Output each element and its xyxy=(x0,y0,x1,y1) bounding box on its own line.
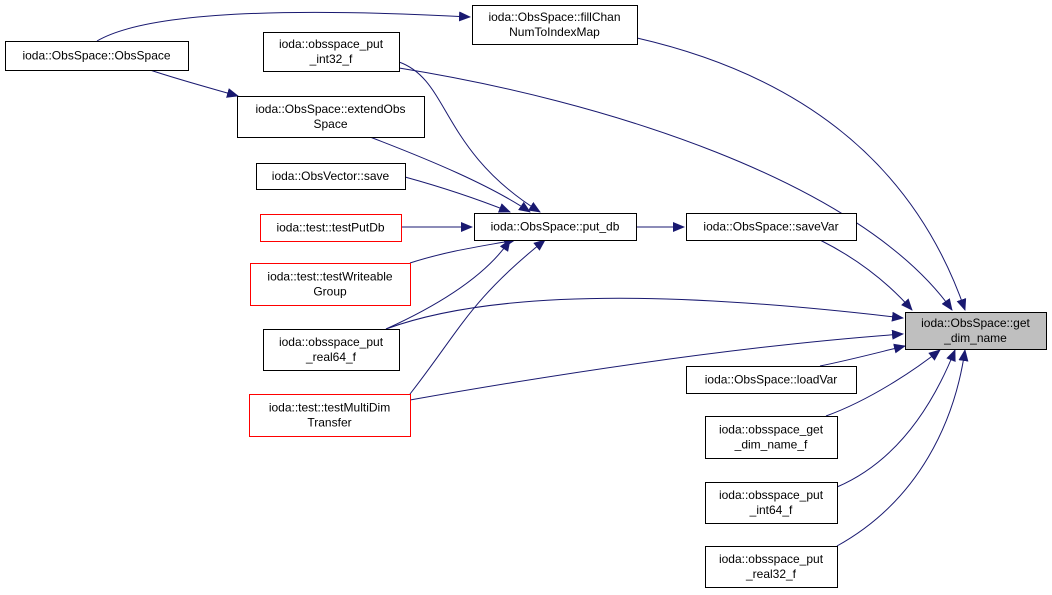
node-box xyxy=(249,394,411,437)
node-label: ioda::ObsSpace::get xyxy=(921,316,1030,330)
node-get-dim-name[interactable]: ioda::ObsSpace::get_dim_name xyxy=(905,312,1047,350)
node-test-put-db[interactable]: ioda::test::testPutDb xyxy=(260,214,402,242)
node-load-var[interactable]: ioda::ObsSpace::loadVar xyxy=(686,366,857,394)
node-box xyxy=(686,366,857,394)
edge-put_int32-to-put_db xyxy=(398,61,541,213)
edge-extend_obs-to-put_db xyxy=(369,136,531,213)
node-label: _real32_f xyxy=(745,567,797,581)
node-box xyxy=(263,32,400,72)
node-label: ioda::obsspace_put xyxy=(279,335,384,349)
node-label: _dim_name_f xyxy=(734,438,808,452)
node-box xyxy=(256,163,406,190)
node-label: ioda::ObsVector::save xyxy=(272,169,390,183)
edge-test_multidim-to-get_dim_name xyxy=(409,329,904,401)
node-label: ioda::ObsSpace::fillChan xyxy=(488,10,620,24)
node-box xyxy=(905,312,1047,350)
node-put-int64[interactable]: ioda::obsspace_put_int64_f xyxy=(705,482,838,524)
node-box xyxy=(705,546,838,588)
node-label: ioda::obsspace_put xyxy=(719,488,824,502)
node-box xyxy=(263,329,400,371)
node-box xyxy=(237,96,425,138)
node-label: ioda::obsspace_get xyxy=(719,423,824,437)
edge-load_var-to-get_dim_name xyxy=(819,343,906,367)
edge-get_dim_name_f-to-get_dim_name xyxy=(825,349,941,417)
node-label: ioda::ObsSpace::loadVar xyxy=(705,373,838,387)
node-box xyxy=(686,213,857,241)
edge-obsspace_ctor-to-extend_obs xyxy=(149,69,239,98)
node-label: _dim_name xyxy=(943,331,1007,345)
node-label: ioda::test::testWriteable xyxy=(267,270,393,284)
node-get-dim-name-f[interactable]: ioda::obsspace_get_dim_name_f xyxy=(705,416,838,459)
nodes-layer: ioda::ObsSpace::ObsSpaceioda::ObsSpace::… xyxy=(5,5,1047,588)
node-label: ioda::ObsSpace::put_db xyxy=(491,220,620,234)
node-label: _real64_f xyxy=(305,350,357,364)
node-box xyxy=(260,214,402,242)
node-label: ioda::ObsSpace::ObsSpace xyxy=(22,49,170,63)
node-box xyxy=(474,213,637,241)
edge-obsvector_save-to-put_db xyxy=(404,176,511,213)
node-label: ioda::ObsSpace::saveVar xyxy=(703,220,838,234)
node-label: ioda::obsspace_put xyxy=(719,552,824,566)
node-obsspace-ctor[interactable]: ioda::ObsSpace::ObsSpace xyxy=(5,41,189,71)
node-put-real32[interactable]: ioda::obsspace_put_real32_f xyxy=(705,546,838,588)
edge-put_real64-to-put_db xyxy=(385,239,511,330)
node-box xyxy=(705,416,838,459)
node-label: Group xyxy=(313,285,347,299)
node-label: _int64_f xyxy=(749,503,793,517)
node-obsvector-save[interactable]: ioda::ObsVector::save xyxy=(256,163,406,190)
node-label: ioda::test::testMultiDim xyxy=(269,401,390,415)
node-label: ioda::ObsSpace::extendObs xyxy=(255,102,405,116)
edge-save_var-to-get_dim_name xyxy=(819,239,913,311)
node-put-real64[interactable]: ioda::obsspace_put_real64_f xyxy=(263,329,400,371)
edge-test_writeable-to-put_db xyxy=(409,237,516,264)
edge-put_int32-to-get_dim_name xyxy=(398,67,953,311)
node-save-var[interactable]: ioda::ObsSpace::saveVar xyxy=(686,213,857,241)
edge-put_real32-to-get_dim_name xyxy=(836,349,969,547)
edges-layer xyxy=(96,11,969,547)
node-box xyxy=(705,482,838,524)
node-label: Transfer xyxy=(307,416,351,430)
edge-test_multidim-to-put_db xyxy=(409,239,546,395)
edge-put_real64-to-get_dim_name xyxy=(385,297,904,330)
node-label: NumToIndexMap xyxy=(509,25,600,39)
node-box xyxy=(250,263,411,306)
node-put-int32[interactable]: ioda::obsspace_put_int32_f xyxy=(263,32,400,72)
edge-fill_chan-to-get_dim_name xyxy=(636,37,967,311)
node-put-db[interactable]: ioda::ObsSpace::put_db xyxy=(474,213,637,241)
edge-obsspace_ctor-to-fill_chan xyxy=(96,11,471,42)
node-label: ioda::obsspace_put xyxy=(279,37,384,51)
node-box xyxy=(472,5,638,45)
node-box xyxy=(5,41,189,71)
node-label: Space xyxy=(313,117,347,131)
node-label: _int32_f xyxy=(309,52,353,66)
node-label: ioda::test::testPutDb xyxy=(276,221,384,235)
edge-put_int64-to-get_dim_name xyxy=(836,349,956,488)
